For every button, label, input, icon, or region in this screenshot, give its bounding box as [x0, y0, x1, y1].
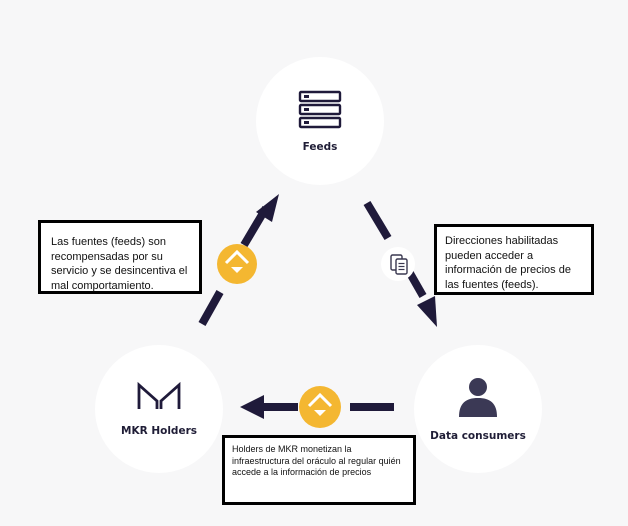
- mkr-holders-node: MKR Holders: [95, 345, 223, 473]
- consumer-access-note: Direcciones habilitadas pueden acceder a…: [434, 224, 594, 295]
- data-consumers-node: Data consumers: [414, 345, 542, 473]
- feeds-node: Feeds: [256, 57, 384, 185]
- feeds-rewards-note: Las fuentes (feeds) son recompensadas po…: [38, 220, 202, 294]
- arrow-mkr-to-feeds: [198, 194, 279, 326]
- server-icon: [298, 90, 342, 129]
- arrow-consumers-to-mkr: [240, 395, 394, 419]
- maker-diamond-icon: [299, 386, 341, 428]
- feeds-label: Feeds: [302, 141, 338, 153]
- maker-logo-icon: [137, 381, 181, 409]
- document-icon: [381, 247, 415, 281]
- maker-diamond-icon: [217, 244, 257, 284]
- data-consumers-label: Data consumers: [430, 430, 526, 442]
- mkr-holders-label: MKR Holders: [121, 425, 197, 437]
- mkr-monetize-note: Holders de MKR monetizan la infraestruct…: [222, 435, 416, 505]
- person-icon: [459, 378, 497, 417]
